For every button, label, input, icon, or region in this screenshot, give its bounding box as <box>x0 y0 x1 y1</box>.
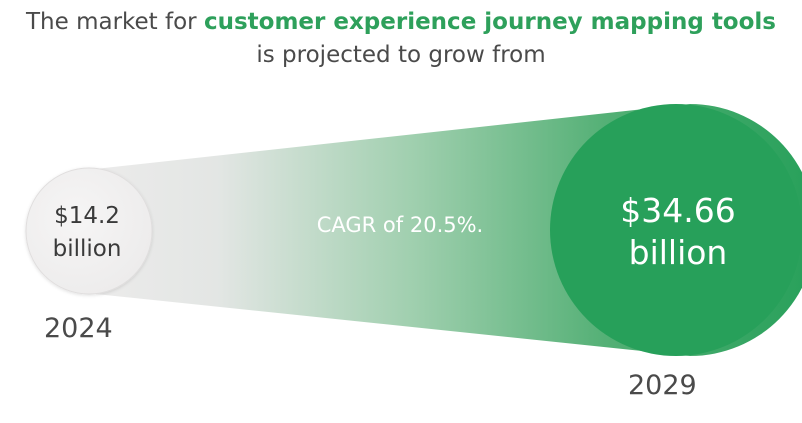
start-value: $14.2 billion <box>24 200 150 266</box>
start-value-circle <box>25 167 153 295</box>
end-value: $34.66 billion <box>560 190 796 274</box>
end-year: 2029 <box>628 370 697 401</box>
end-value-amount: $34.66 <box>620 191 736 230</box>
start-value-amount: $14.2 <box>54 203 120 229</box>
headline-highlight: customer experience journey mapping tool… <box>203 9 776 35</box>
headline: The market for customer experience journ… <box>0 6 802 72</box>
end-value-circle <box>550 104 802 356</box>
headline-tail: is projected to grow from <box>256 42 546 68</box>
start-value-unit: billion <box>52 236 122 262</box>
headline-lead: The market for <box>25 9 204 35</box>
cagr-label: CAGR of 20.5%. <box>316 213 484 237</box>
start-year: 2024 <box>44 313 113 344</box>
end-value-unit: billion <box>628 233 728 272</box>
